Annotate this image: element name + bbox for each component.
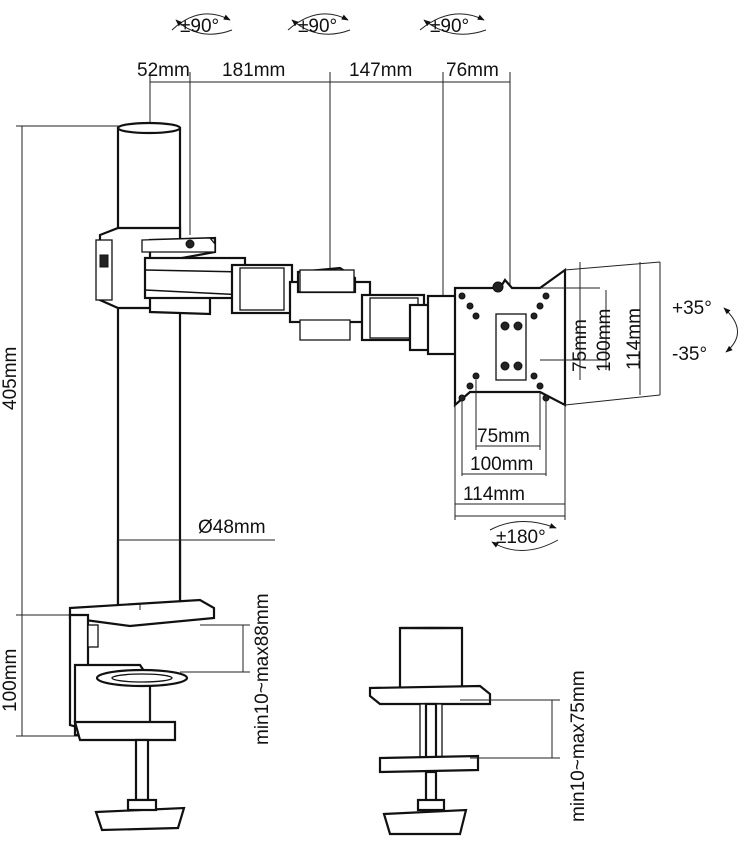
base-height-dimension: 100mm — [0, 615, 80, 737]
vesa-plate — [453, 267, 567, 408]
dim-grommet-range: min10~max75mm — [568, 670, 589, 822]
swivel-1-indicator: ±90° — [171, 13, 233, 37]
dim-vesa-h-114: 114mm — [624, 308, 645, 370]
dim-top-4: 76mm — [446, 60, 499, 81]
swivel-3-indicator: ±90° — [419, 13, 487, 37]
dim-pole-diameter: Ø48mm — [198, 517, 266, 538]
swivel-1-label: ±90° — [180, 16, 219, 37]
dim-base-height: 100mm — [0, 649, 21, 712]
top-dimension-line: 52mm 181mm 147mm 76mm — [137, 60, 511, 300]
dim-height: 405mm — [0, 347, 21, 410]
arm-assembly — [95, 226, 460, 356]
dim-top-1: 52mm — [137, 60, 190, 81]
c-clamp-base — [68, 598, 216, 832]
swivel-3-label: ±90° — [430, 16, 469, 37]
pole — [116, 121, 182, 610]
dim-vesa-h-75: 75mm — [570, 319, 591, 372]
grommet-range-dimension: min10~max75mm — [460, 670, 589, 822]
dim-top-2: 181mm — [222, 60, 285, 81]
vesa-vertical-dimensions: 75mm 100mm 114mm — [540, 261, 661, 406]
vesa-horizontal-dimensions: 75mm 100mm 114mm — [454, 380, 566, 520]
tilt-indicator: +35° -35° — [672, 298, 738, 365]
rotate-label: ±180° — [496, 527, 546, 548]
swivel-2-label: ±90° — [298, 16, 337, 37]
tilt-up-label: +35° — [672, 298, 712, 319]
height-dimension: 405mm — [0, 125, 160, 616]
rotate-indicator: ±180° — [489, 520, 559, 551]
swivel-2-indicator: ±90° — [287, 13, 351, 37]
dim-vesa-w-114: 114mm — [463, 484, 525, 505]
dim-vesa-w-75: 75mm — [477, 426, 530, 447]
dim-vesa-w-100: 100mm — [470, 454, 533, 475]
grommet-base — [368, 626, 492, 836]
dim-clamp-range: min10~max88mm — [252, 593, 273, 745]
dim-top-3: 147mm — [349, 60, 412, 81]
clamp-range-dimension: min10~max88mm — [180, 593, 273, 745]
tilt-down-label: -35° — [672, 344, 707, 365]
dim-vesa-h-100: 100mm — [594, 309, 615, 372]
pole-diameter-dimension: Ø48mm — [118, 517, 275, 541]
